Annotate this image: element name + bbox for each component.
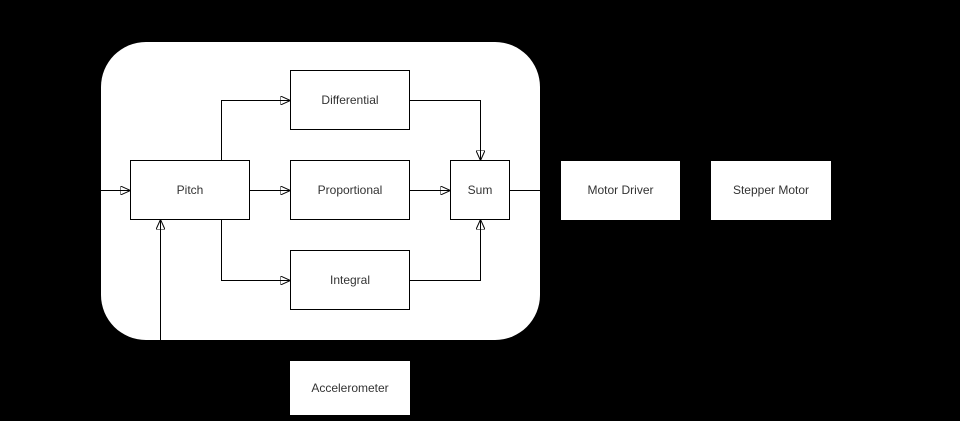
node-accelerometer: Accelerometer (290, 361, 410, 415)
node-pitch-label: Pitch (176, 182, 204, 197)
node-motor-driver-label: Motor Driver (587, 183, 654, 198)
node-pitch: Pitch (130, 160, 250, 220)
node-sum: Sum (450, 160, 510, 220)
node-proportional: Proportional (290, 160, 410, 220)
node-stepper-motor-label: Stepper Motor (732, 183, 810, 198)
node-differential-label: Differential (321, 92, 379, 107)
node-proportional-label: Proportional (317, 182, 383, 197)
node-integral: Integral (290, 250, 410, 310)
node-integral-label: Integral (329, 272, 371, 287)
node-accelerometer-label: Accelerometer (311, 380, 389, 395)
node-stepper-motor: Stepper Motor (711, 161, 831, 220)
node-sum-label: Sum (467, 182, 493, 197)
node-motor-driver: Motor Driver (561, 161, 680, 220)
node-differential: Differential (290, 70, 410, 130)
